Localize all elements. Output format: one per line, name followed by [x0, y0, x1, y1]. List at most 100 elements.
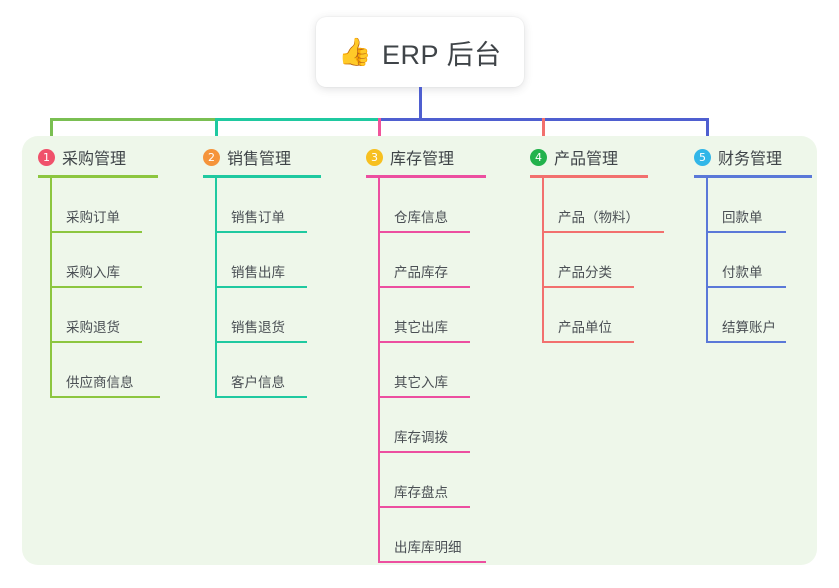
leaf-item[interactable]: 客户信息	[203, 343, 321, 398]
leaf-item[interactable]: 供应商信息	[38, 343, 160, 398]
leaf-item-label: 库存盘点	[394, 485, 448, 500]
leaf-item[interactable]: 产品库存	[366, 233, 486, 288]
leaf-list: 采购订单采购入库采购退货供应商信息	[38, 178, 160, 398]
leaf-item-label: 销售出库	[231, 265, 285, 280]
leaf-item-rule	[378, 396, 470, 398]
leaf-item-label: 采购订单	[66, 210, 120, 225]
leaf-item-label: 客户信息	[231, 375, 285, 390]
leaf-item-rule	[706, 231, 786, 233]
leaf-item[interactable]: 采购订单	[38, 178, 158, 233]
branch-header-rule	[366, 175, 486, 178]
branch-header-产品管理[interactable]: 4 产品管理	[530, 146, 648, 168]
leaf-item-rule	[378, 341, 470, 343]
leaf-list: 产品（物料） 产品分类产品单位	[530, 178, 664, 343]
thumbs-up-icon: 👍	[338, 36, 373, 67]
leaf-item-rule	[706, 286, 786, 288]
leaf-item[interactable]: 仓库信息	[366, 178, 486, 233]
leaf-item-label: 销售退货	[231, 320, 285, 335]
leaf-item[interactable]: 产品单位	[530, 288, 648, 343]
leaf-item-label: 库存调拨	[394, 430, 448, 445]
leaf-item-label: 产品库存	[394, 265, 448, 280]
branch-spine-line	[542, 178, 544, 343]
leaf-item[interactable]: 销售订单	[203, 178, 321, 233]
leaf-item[interactable]: 产品（物料）	[530, 178, 664, 233]
leaf-item-rule	[706, 341, 786, 343]
bus-segment-green	[50, 118, 218, 121]
leaf-item[interactable]: 出库库明细	[366, 508, 486, 563]
branch-header-rule	[203, 175, 321, 178]
leaf-item-rule	[542, 286, 634, 288]
leaf-item-label: 其它出库	[394, 320, 448, 335]
leaf-item[interactable]: 其它出库	[366, 288, 486, 343]
leaf-item[interactable]: 采购退货	[38, 288, 158, 343]
bus-segment-teal	[215, 118, 381, 121]
branch-drop-line-3	[378, 118, 381, 146]
leaf-item-rule	[50, 286, 142, 288]
leaf-item[interactable]: 销售出库	[203, 233, 321, 288]
leaf-item-label: 采购退货	[66, 320, 120, 335]
leaf-item-rule	[542, 231, 664, 233]
branch-drop-line-1	[50, 118, 53, 146]
leaf-item-label: 仓库信息	[394, 210, 448, 225]
leaf-item-label: 出库库明细	[394, 540, 462, 555]
leaf-item-label: 付款单	[722, 265, 763, 280]
root-stem-line	[419, 87, 422, 121]
leaf-item[interactable]: 其它入库	[366, 343, 486, 398]
leaf-list: 销售订单销售出库销售退货客户信息	[203, 178, 321, 398]
leaf-list: 仓库信息产品库存其它出库其它入库库存调拨库存盘点出库库明细	[366, 178, 486, 563]
leaf-item-label: 采购入库	[66, 265, 120, 280]
leaf-item-rule	[215, 286, 307, 288]
branch-column-库存管理: 3 库存管理仓库信息产品库存其它出库其它入库库存调拨库存盘点出库库明细	[366, 146, 486, 563]
leaf-item[interactable]: 采购入库	[38, 233, 158, 288]
branch-title-label: 库存管理	[390, 151, 455, 168]
root-node-card[interactable]: 👍 ERP 后台	[316, 17, 524, 87]
leaf-item-rule	[215, 396, 307, 398]
leaf-item-label: 供应商信息	[66, 375, 134, 390]
leaf-item-rule	[215, 231, 307, 233]
leaf-item[interactable]: 产品分类	[530, 233, 648, 288]
leaf-item-label: 结算账户	[722, 320, 776, 335]
branch-title-label: 采购管理	[62, 151, 127, 168]
leaf-item-label: 销售订单	[231, 210, 285, 225]
leaf-item[interactable]: 结算账户	[694, 288, 812, 343]
root-node-label: ERP 后台	[382, 39, 502, 70]
leaf-item-label: 产品分类	[558, 265, 612, 280]
branch-drop-line-5	[706, 118, 709, 146]
branch-spine-line	[378, 178, 380, 563]
leaf-item[interactable]: 付款单	[694, 233, 812, 288]
leaf-item-rule	[378, 561, 486, 563]
branch-column-产品管理: 4 产品管理产品（物料） 产品分类产品单位	[530, 146, 664, 343]
branch-header-rule	[530, 175, 648, 178]
leaf-item[interactable]: 库存盘点	[366, 453, 486, 508]
branch-spine-line	[706, 178, 708, 343]
leaf-item-label: 产品（物料）	[558, 210, 639, 225]
leaf-item-label: 回款单	[722, 210, 763, 225]
branch-title-label: 产品管理	[554, 151, 619, 168]
leaf-item-rule	[50, 231, 142, 233]
branch-spine-line	[50, 178, 52, 398]
branch-header-rule	[38, 175, 158, 178]
branch-header-rule	[694, 175, 812, 178]
leaf-item-rule	[378, 231, 470, 233]
leaf-item-label: 产品单位	[558, 320, 612, 335]
leaf-item-rule	[215, 341, 307, 343]
branch-title-label: 销售管理	[227, 151, 292, 168]
branch-header-库存管理[interactable]: 3 库存管理	[366, 146, 486, 168]
leaf-item-rule	[378, 451, 470, 453]
leaf-item-label: 其它入库	[394, 375, 448, 390]
branches-panel	[22, 136, 817, 565]
branch-spine-line	[215, 178, 217, 398]
leaf-item[interactable]: 回款单	[694, 178, 812, 233]
leaf-list: 回款单付款单结算账户	[694, 178, 812, 343]
leaf-item[interactable]: 销售退货	[203, 288, 321, 343]
leaf-item[interactable]: 库存调拨	[366, 398, 486, 453]
leaf-item-rule	[50, 341, 142, 343]
branch-number-badge: 4	[530, 148, 547, 166]
branch-number-badge: 3	[366, 148, 383, 166]
